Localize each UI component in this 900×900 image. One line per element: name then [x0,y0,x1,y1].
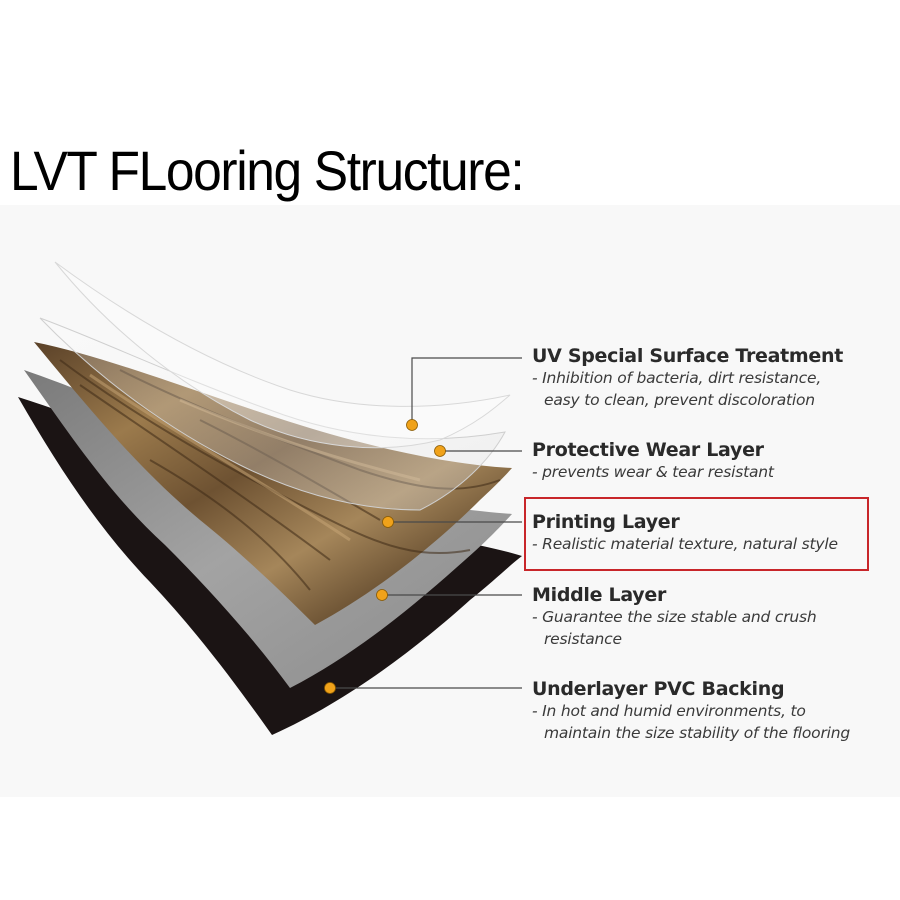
uv-layer-desc-line1: - Inhibition of bacteria, dirt resistanc… [532,369,822,387]
printing-layer-title: Printing Layer [532,511,680,533]
printing-layer-highlight-box [524,497,869,571]
label-protective-wear-layer: Protective Wear Layer - prevents wear & … [532,439,774,483]
leader-lines [330,357,522,689]
middle-layer-desc-line2: resistance [544,630,622,648]
uv-layer-shape [54,261,511,449]
printing-layer-desc-line1: - Realistic material texture, natural st… [532,535,838,553]
label-underlayer-pvc-backing: Underlayer PVC Backing - In hot and humi… [532,678,850,744]
printing-marker-dot [382,516,394,528]
label-middle-layer: Middle Layer - Guarantee the size stable… [532,584,817,650]
backing-layer-desc-line2: maintain the size stability of the floor… [544,724,850,742]
backing-marker-dot [324,682,336,694]
wear-layer-desc-line1: - prevents wear & tear resistant [532,463,774,481]
backing-layer-title: Underlayer PVC Backing [532,678,785,700]
wear-layer-title: Protective Wear Layer [532,439,764,461]
middle-layer-title: Middle Layer [532,584,667,606]
uv-marker-dot [406,419,418,431]
wear-layer-shape [39,317,506,511]
wear-marker-dot [434,445,446,457]
marker-dots [324,419,446,694]
label-printing-layer: Printing Layer - Realistic material text… [532,511,838,555]
middle-marker-dot [376,589,388,601]
backing-layer-desc-line1: - In hot and humid environments, to [532,702,806,720]
uv-layer-desc-line2: easy to clean, prevent discoloration [544,391,815,409]
uv-layer-title: UV Special Surface Treatment [532,345,844,367]
middle-layer-desc-line1: - Guarantee the size stable and crush [532,608,817,626]
label-uv-surface-treatment: UV Special Surface Treatment - Inhibitio… [532,345,843,411]
page-title: LVT FLooring Structure: [10,139,525,202]
